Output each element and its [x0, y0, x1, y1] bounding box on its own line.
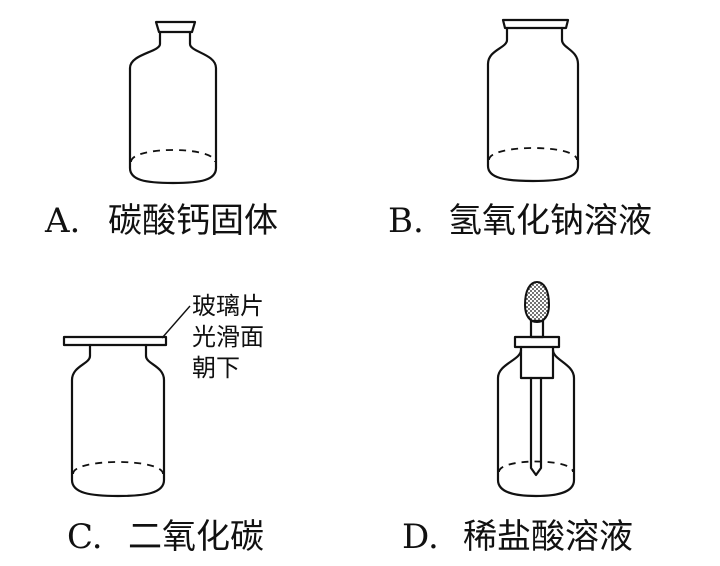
- annotation-leader-line: [161, 305, 191, 339]
- option-a-letter: A.: [44, 201, 80, 241]
- bottle-a-base-ellipse: [130, 149, 216, 163]
- bottle-b: [486, 18, 580, 183]
- annotation-line-1: 玻璃片: [192, 292, 264, 320]
- option-b-text: 氢氧化钠溶液: [448, 201, 652, 241]
- bottle-c-body: [70, 343, 166, 498]
- bottle-d-base-ellipse: [498, 460, 574, 473]
- bottle-a-stopper: [154, 20, 197, 34]
- option-b-letter: B.: [388, 201, 424, 241]
- glass-plate: [62, 335, 168, 347]
- option-c-letter: C.: [67, 517, 103, 557]
- option-d-text: 稀盐酸溶液: [463, 517, 633, 557]
- bottle-a-body: [128, 30, 218, 185]
- bottle-b-body: [486, 26, 580, 183]
- bottle-d: [496, 280, 576, 498]
- bottle-a: [128, 20, 218, 185]
- bottle-d-body: [496, 348, 576, 498]
- bottle-b-base-ellipse: [488, 147, 578, 161]
- option-d-letter: D.: [402, 517, 439, 557]
- dropper-bulb: [523, 280, 551, 324]
- dropper-tube: [529, 376, 543, 477]
- option-c-text: 二氧化碳: [128, 517, 264, 557]
- annotation-line-2: 光滑面: [192, 323, 264, 351]
- bottle-c-base-ellipse: [72, 461, 164, 475]
- option-a-text: 碳酸钙固体: [108, 201, 278, 241]
- dropper-stopper: [519, 345, 555, 380]
- dropper-collar: [513, 335, 561, 349]
- bottle-b-stopper: [501, 18, 570, 30]
- annotation-line-3: 朝下: [192, 354, 240, 382]
- dropper-neck: [529, 319, 545, 339]
- bottle-c: [62, 335, 168, 498]
